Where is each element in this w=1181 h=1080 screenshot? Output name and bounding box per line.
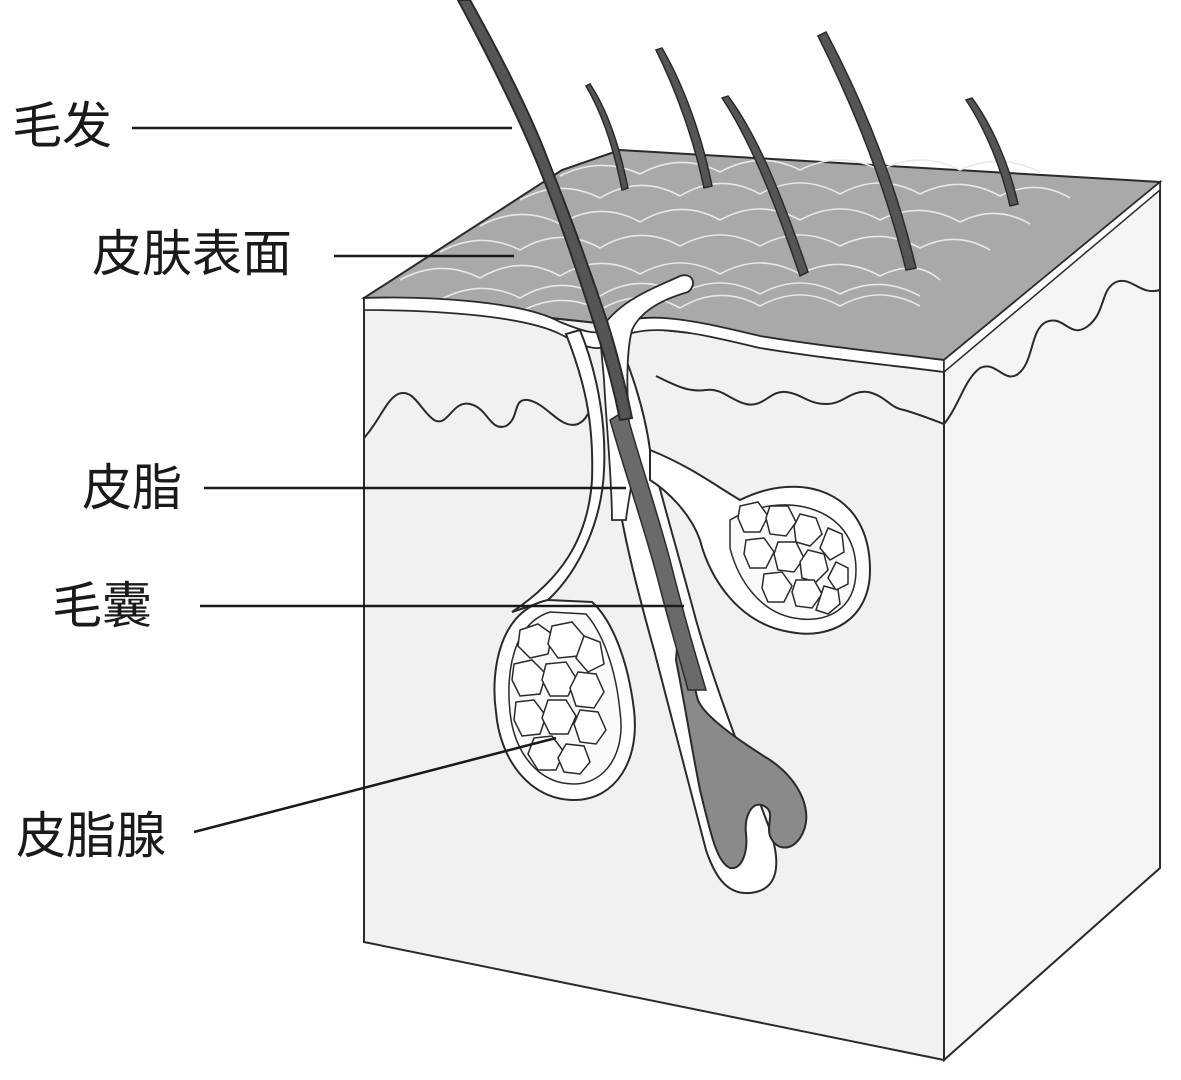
hair-follicle-sheath <box>511 328 606 613</box>
hair-shaft-inner <box>609 408 708 691</box>
hair-follicle-label: 毛囊 <box>52 577 152 635</box>
sebum-label: 皮脂 <box>82 459 182 517</box>
hair-label: 毛发 <box>12 97 112 155</box>
dermal-papillae-line-right <box>655 375 945 425</box>
dermal-papillae-line <box>363 392 591 439</box>
dermal-papillae-side <box>943 279 1161 425</box>
main-hair-shaft <box>456 0 634 422</box>
sebaceous-gland-leader-line <box>193 736 557 834</box>
surface-hairs <box>584 31 1019 278</box>
skin-surface-label: 皮肤表面 <box>92 225 292 283</box>
sebaceous-gland-left-cells <box>511 621 607 775</box>
hair-bulb <box>674 609 808 870</box>
sebaceous-gland-label: 皮脂腺 <box>16 807 166 865</box>
epidermis-side-layer <box>943 180 1161 374</box>
sebaceous-gland-right-cells <box>737 501 849 615</box>
